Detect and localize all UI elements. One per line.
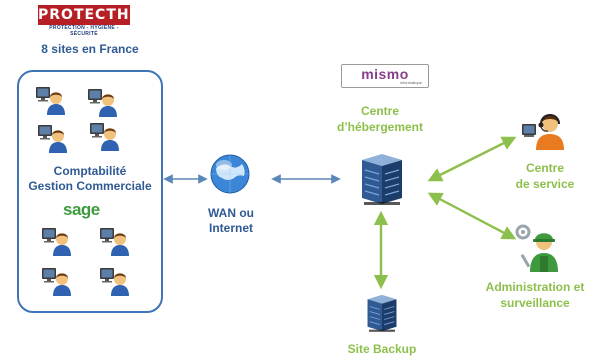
mismo-logo-sub: informatique — [399, 80, 422, 85]
backup-label: Site Backup — [347, 342, 417, 356]
arrow-hosting-service — [427, 136, 517, 182]
sage-logo: sage — [63, 200, 100, 219]
hosting-label-2: d’hébergement — [336, 120, 423, 134]
mismo-logo: mismo informatique — [341, 64, 429, 88]
wan-label-1: WAN ou — [208, 206, 254, 220]
server-tower-icon — [367, 294, 397, 333]
protecthoms-tagline: PROTECTION - HYGIÈNE - SÉCURITÉ — [49, 25, 119, 37]
server-tower-icon — [361, 153, 403, 206]
admin-label-2: surveillance — [500, 296, 570, 310]
arrow-hosting-admin — [427, 192, 517, 240]
wan-label-2: Internet — [208, 221, 253, 235]
headset-operator-icon — [522, 114, 564, 150]
sites-box — [17, 70, 163, 313]
sites-title: 8 sites en France — [41, 42, 139, 56]
service-label-2: de service — [515, 177, 575, 191]
mismo-logo-word: mismo — [361, 66, 409, 82]
apps-line-1: Comptabilité — [53, 164, 127, 178]
technician-icon — [515, 224, 558, 272]
service-label-1: Centre — [525, 161, 564, 175]
admin-label-1: Administration et — [485, 280, 585, 294]
apps-line-2: Gestion Commerciale — [28, 179, 152, 193]
hosting-label-1: Centre — [360, 104, 399, 118]
globe-icon — [210, 154, 250, 194]
